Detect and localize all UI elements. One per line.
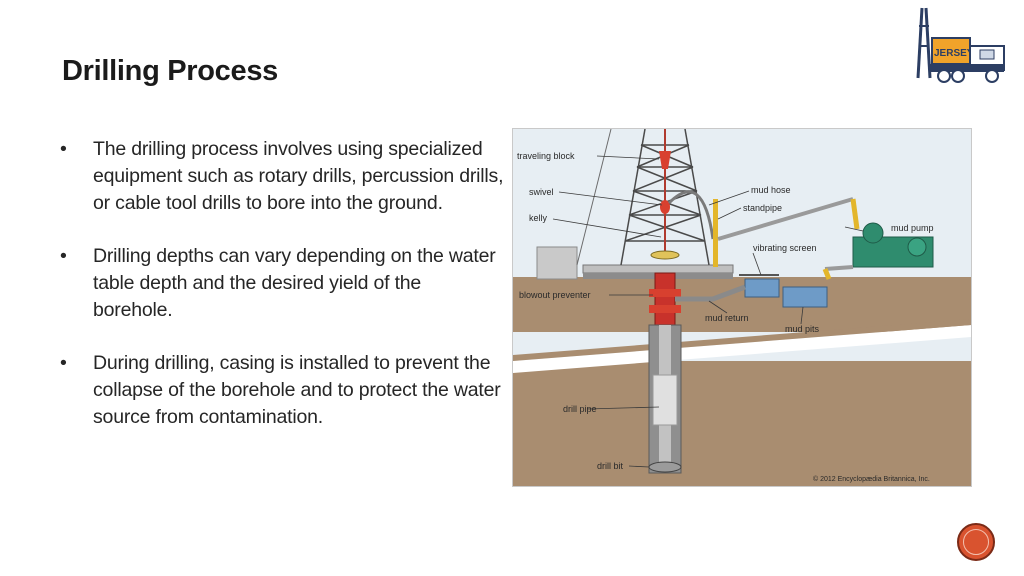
logo-text: JERSEY [934,48,974,59]
blowout-preventer-shape [654,272,676,326]
label-drill-bit: drill bit [597,461,624,471]
diagram-copyright: © 2012 Encyclopædia Britannica, Inc. [813,475,930,483]
label-mud-hose: mud hose [751,185,791,195]
deep-soil [513,361,971,486]
label-mud-pump: mud pump [891,223,934,233]
depth-break [513,325,971,373]
label-vibrating-screen: vibrating screen [753,243,817,253]
label-drill-pipe: drill pipe [563,404,597,414]
mud-pit-2 [782,286,828,308]
drilling-rig-diagram: traveling block swivel kelly mud hose st… [512,128,972,487]
bullet-item: • During drilling, casing is installed to… [60,350,505,431]
rig-building [536,246,578,280]
bullet-item: • The drilling process involves using spe… [60,136,505,217]
bullet-item: • Drilling depths can vary depending on t… [60,243,505,324]
bullet-text: The drilling process involves using spec… [93,138,504,214]
slide-title: Drilling Process [62,55,278,87]
bullet-list: • The drilling process involves using spe… [60,136,505,457]
label-standpipe: standpipe [743,203,782,213]
bullet-marker: • [60,352,67,374]
rotary-table [650,250,680,260]
bullet-text: During drilling, casing is installed to … [93,352,501,428]
mud-return-shape [675,284,746,302]
mud-hose-shape [667,190,715,240]
label-kelly: kelly [529,213,548,223]
company-logo: JERSEY [910,6,1015,86]
mud-pit-1 [744,278,780,298]
bullet-marker: • [60,138,67,160]
drill-truck-icon: JERSEY [916,7,1005,83]
nav-ring-icon [963,529,989,555]
leader-lines [552,155,864,468]
standpipe-shape [713,199,718,267]
swivel-shape [660,200,670,214]
label-traveling-block: traveling block [517,151,575,161]
surface-soil [513,277,971,332]
label-mud-return: mud return [705,313,749,323]
label-blowout-preventer: blowout preventer [519,290,591,300]
label-mud-pits: mud pits [785,324,820,334]
rig-floor [582,264,734,274]
drilling-rig-svg: traveling block swivel kelly mud hose st… [513,129,971,486]
traveling-block-shape [659,151,671,169]
bullet-text: Drilling depths can vary depending on th… [93,245,496,321]
slide-nav-button[interactable] [957,523,995,561]
drill-bit-shape [648,461,682,473]
label-swivel: swivel [529,187,554,197]
bullet-marker: • [60,245,67,267]
